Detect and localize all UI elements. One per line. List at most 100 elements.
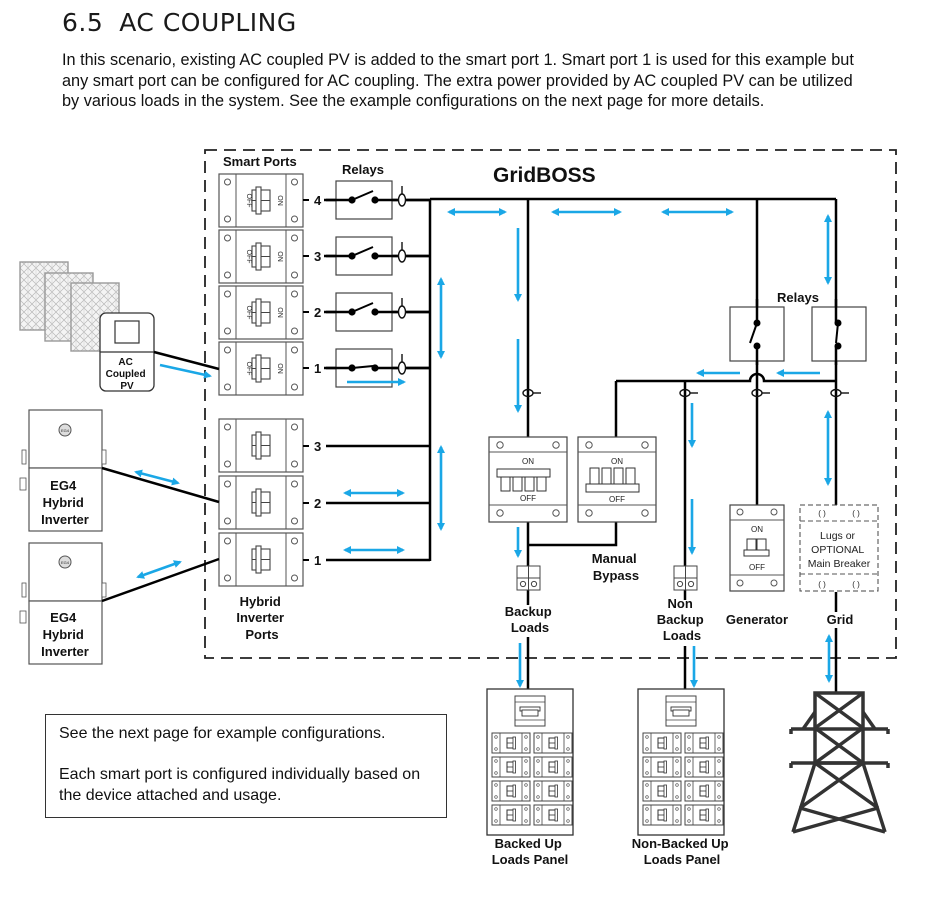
breaker-on-label: ON <box>276 307 283 318</box>
hybrid-inverter-port-breakers <box>218 418 304 587</box>
smart-port-number: 2 <box>314 305 321 320</box>
inverter-1-wire <box>101 466 220 504</box>
gridboss-enclosure <box>204 149 897 659</box>
breaker-on-label: ON <box>276 251 283 262</box>
generator-breaker[interactable]: ON OFF <box>729 504 785 592</box>
smart-port-breaker-1[interactable] <box>218 341 304 396</box>
hybrid-port-breaker-1[interactable] <box>218 532 304 587</box>
backup-loads-line-2: Loads <box>511 620 549 635</box>
smart-port-number: 4 <box>314 193 322 208</box>
note-line-2: Each smart port is configured individual… <box>59 766 421 804</box>
ac-coupled-pv-line-3: PV <box>120 381 134 392</box>
non-backup-loads-line-3: Loads <box>663 628 701 643</box>
backup-loads-label: Backup Loads <box>505 604 556 635</box>
non-backup-loads-label: Non Backup Loads <box>657 596 708 643</box>
breaker-on-label: ON <box>276 195 283 206</box>
manual-bypass-label: Manual Bypass <box>592 551 640 583</box>
inverter-1-line-3: Inverter <box>41 512 89 527</box>
ct-sensor-icon <box>397 242 407 263</box>
wiring <box>428 197 838 693</box>
grid-main-breaker-optional[interactable]: ( ) ( ) ( ) ( ) Lugs or OPTIONAL Main Br… <box>799 504 879 592</box>
breaker-off-label: OFF <box>245 250 252 264</box>
hybrid-ports-label-line-2: Inverter <box>236 610 284 625</box>
flow-arrow-pv-in <box>159 363 212 379</box>
flow-arrow-inverter-1 <box>134 469 180 486</box>
hybrid-inverter-ports-label: Hybrid Inverter Ports <box>236 594 287 642</box>
smart-port-relay <box>326 236 430 276</box>
backup-breaker-on-label: ON <box>522 457 534 466</box>
inverter-2-label: EG4 Hybrid Inverter <box>41 610 89 659</box>
solar-panels-icon <box>19 261 120 352</box>
grid-breaker-line-1: Lugs or <box>820 530 856 542</box>
ac-coupled-pv-line-1: AC <box>118 357 132 368</box>
non-backed-up-panel-label: Non-Backed Up Loads Panel <box>632 836 732 867</box>
manual-bypass-breaker[interactable]: ON OFF <box>577 436 657 523</box>
eg4-logo-2: EG4 <box>61 560 70 565</box>
section-title: AC COUPLING <box>119 8 297 37</box>
inverter-1-label: EG4 Hybrid Inverter <box>41 478 89 527</box>
generator-on-label: ON <box>751 525 763 534</box>
grid-relays-label: Relays <box>777 290 819 305</box>
gridboss-label: GridBOSS <box>493 164 596 187</box>
note-line-1: See the next page for example configurat… <box>59 725 386 742</box>
hybrid-ports-label-line-3: Ports <box>245 627 278 642</box>
manual-bypass-line-1: Manual <box>592 551 637 566</box>
breaker-on-label: ON <box>276 363 283 374</box>
backup-loads-terminal <box>516 565 541 591</box>
power-flow-arrows <box>134 208 833 688</box>
config-note-box: See the next page for example configurat… <box>45 714 447 818</box>
smart-port-breakers <box>218 173 304 396</box>
hybrid-ports-label-line-1: Hybrid <box>240 594 281 609</box>
grid-breaker-label: Lugs or OPTIONAL Main Breaker <box>808 530 871 570</box>
hybrid-port-number: 3 <box>314 439 321 454</box>
non-backup-loads-line-2: Backup <box>657 612 704 627</box>
smart-port-breaker-2[interactable] <box>218 285 304 340</box>
grid-relays <box>729 299 867 365</box>
ct-sensor-icon <box>397 298 407 319</box>
svg-text:( ): ( ) <box>818 580 826 589</box>
smart-port-breaker-3[interactable] <box>218 229 304 284</box>
backed-up-panel-line-1: Backed Up <box>495 836 562 851</box>
inverter-1-line-1: EG4 <box>50 478 77 493</box>
ct-sensor-icon <box>397 186 407 207</box>
current-transformers <box>522 388 849 398</box>
eg4-hybrid-inverter-2: EG4 EG4 Hybrid Inverter <box>19 542 107 665</box>
grid-breaker-line-2: OPTIONAL <box>811 544 864 556</box>
bypass-breaker-on-label: ON <box>611 457 623 466</box>
flow-arrow-inverter-2 <box>136 560 182 579</box>
non-backed-up-panel-line-2: Loads Panel <box>644 852 721 867</box>
breaker-off-label: OFF <box>245 306 252 320</box>
smart-port-relay <box>326 292 430 332</box>
svg-text:( ): ( ) <box>852 509 860 518</box>
breaker-off-label: OFF <box>245 362 252 376</box>
generator-off-label: OFF <box>749 563 765 572</box>
backup-loads-line-1: Backup <box>505 604 552 619</box>
backup-main-breaker[interactable]: ON OFF <box>488 436 568 523</box>
manual-bypass-line-2: Bypass <box>593 568 639 583</box>
inverter-2-wire <box>101 557 220 603</box>
bypass-breaker-off-label: OFF <box>609 495 625 504</box>
eg4-hybrid-inverter-1: EG4 EG4 Hybrid Inverter <box>19 409 107 532</box>
ct-sensor-icon <box>397 354 407 375</box>
ac-coupled-pv-inverter: AC Coupled PV <box>99 312 155 392</box>
hybrid-port-breaker-3[interactable] <box>218 418 304 473</box>
backed-up-panel-line-2: Loads Panel <box>492 852 569 867</box>
hybrid-port-breaker-2[interactable] <box>218 475 304 530</box>
grid-breaker-line-3: Main Breaker <box>808 558 871 570</box>
smart-relays-label: Relays <box>342 162 384 177</box>
inverter-2-line-1: EG4 <box>50 610 77 625</box>
intro-paragraph: In this scenario, existing AC coupled PV… <box>62 51 854 110</box>
svg-text:( ): ( ) <box>818 509 826 518</box>
backed-up-loads-panel <box>487 689 573 835</box>
non-backup-loads-line-1: Non <box>668 596 693 611</box>
smart-port-breaker-4[interactable] <box>218 173 304 228</box>
inverter-1-line-2: Hybrid <box>43 495 84 510</box>
generator-label: Generator <box>726 612 788 627</box>
backup-breaker-off-label: OFF <box>520 494 536 503</box>
pv-to-smart-port-1-wire <box>153 350 220 371</box>
smart-port-relay <box>326 180 430 220</box>
smart-port-number: 1 <box>314 361 321 376</box>
